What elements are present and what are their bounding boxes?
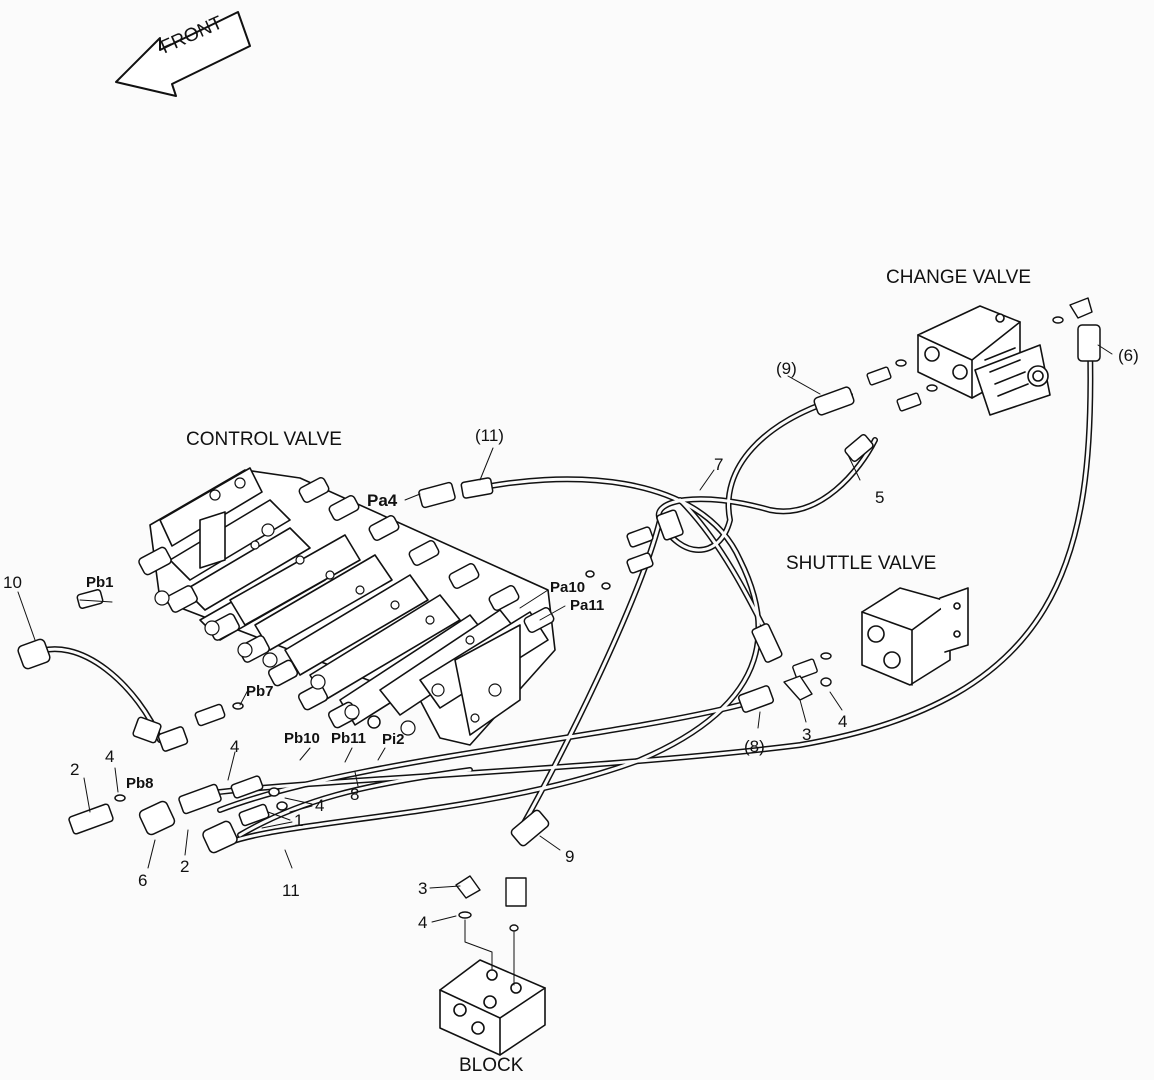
port-label-pa4: Pa4 — [367, 491, 398, 510]
port-label-pb8: Pb8 — [126, 775, 154, 792]
callout-7: 7 — [714, 455, 724, 474]
shuttle-valve-title: SHUTTLE VALVE — [786, 553, 937, 574]
callout-1: 1 — [294, 811, 304, 830]
callout-8: 8 — [350, 785, 360, 804]
callout-9-ref: (9) — [776, 359, 797, 378]
hose-end-fittings — [17, 324, 1101, 854]
callout-6: 6 — [138, 871, 148, 890]
leader-lines — [17, 344, 1113, 923]
block-body — [439, 959, 546, 1056]
control-valve-spools — [138, 477, 555, 729]
port-label-pa11: Pa11 — [570, 597, 605, 614]
callout-11: 11 — [282, 881, 300, 900]
change-valve-body — [917, 305, 1051, 416]
callout-11-ref: (11) — [475, 426, 504, 445]
callout-3-shuttle: 3 — [802, 725, 812, 744]
change-valve-title: CHANGE VALVE — [886, 267, 1032, 288]
callout-2-left: 2 — [70, 760, 80, 779]
block-title: BLOCK — [459, 1055, 524, 1076]
port-label-pb11: Pb11 — [331, 730, 367, 747]
callout-4-shuttle: 4 — [838, 712, 848, 731]
port-label-pb7: Pb7 — [246, 683, 274, 700]
callout-3-block: 3 — [418, 879, 428, 898]
port-label-pi2: Pi2 — [382, 731, 405, 748]
callout-8-ref: (8) — [744, 737, 765, 756]
change-valve-fittings — [866, 297, 1093, 412]
control-valve-title: CONTROL VALVE — [186, 429, 342, 450]
port-label-pb1: Pb1 — [86, 574, 114, 591]
callout-4-center: 4 — [315, 796, 325, 815]
control-valve-holes — [154, 477, 502, 736]
callout-2-center: 2 — [180, 857, 190, 876]
shuttle-valve-fittings — [783, 652, 832, 701]
port-label-pb10: Pb10 — [284, 730, 320, 747]
control-valve-body — [149, 467, 556, 746]
block-guide-lines — [464, 919, 515, 986]
shuttle-valve-body — [861, 587, 969, 686]
callout-10: 10 — [3, 573, 22, 592]
callout-4-left: 4 — [105, 747, 115, 766]
callout-4-upper: 4 — [230, 737, 240, 756]
block-fittings — [455, 875, 527, 932]
callout-5: 5 — [875, 488, 885, 507]
port-label-pa10: Pa10 — [550, 579, 586, 596]
front-arrow — [115, 11, 251, 97]
callout-4-block: 4 — [418, 913, 428, 932]
callout-9: 9 — [565, 847, 575, 866]
callout-6-ref: (6) — [1118, 346, 1139, 365]
